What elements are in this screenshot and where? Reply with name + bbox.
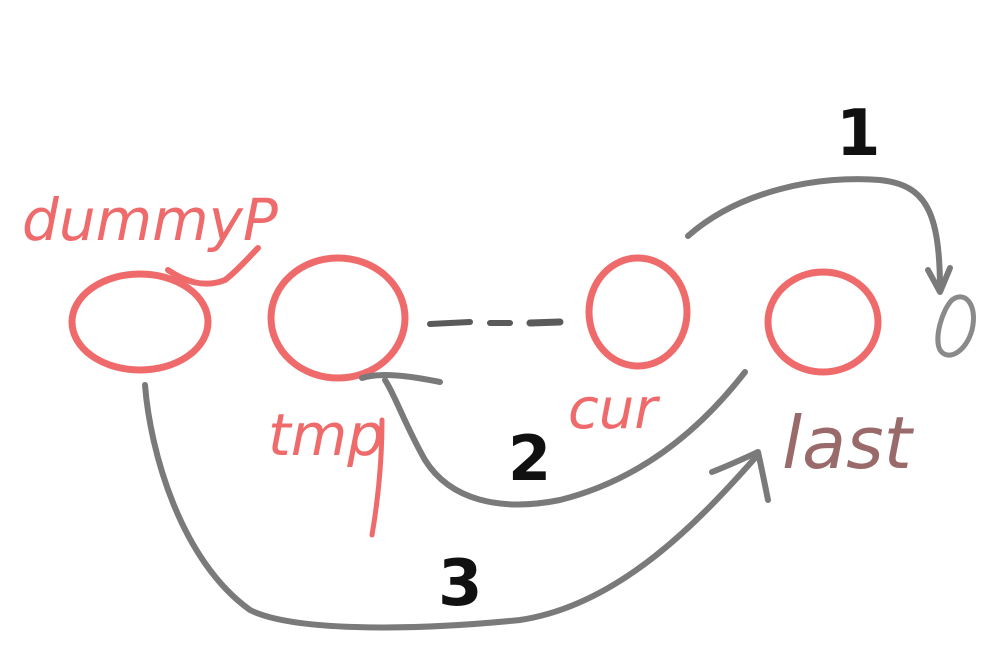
step-number-3: 3 [438,547,483,621]
end-node [935,294,976,358]
label-tmp: tmp [268,401,384,469]
node-tmp [267,254,409,382]
step-number-2: 2 [508,422,551,495]
dashed-link [427,318,564,327]
arrow-step-3 [142,382,771,631]
label-dummy: dummyP [22,186,278,254]
node-last [764,268,882,376]
arrow-step-1 [685,176,953,295]
step-number-1: 1 [836,97,881,171]
tmp-tail-stroke [369,417,385,538]
label-cur: cur [568,377,660,442]
node-dummy [68,245,261,374]
arrow-step-2 [359,369,748,508]
label-last: last [782,401,915,485]
node-cur [585,254,691,370]
